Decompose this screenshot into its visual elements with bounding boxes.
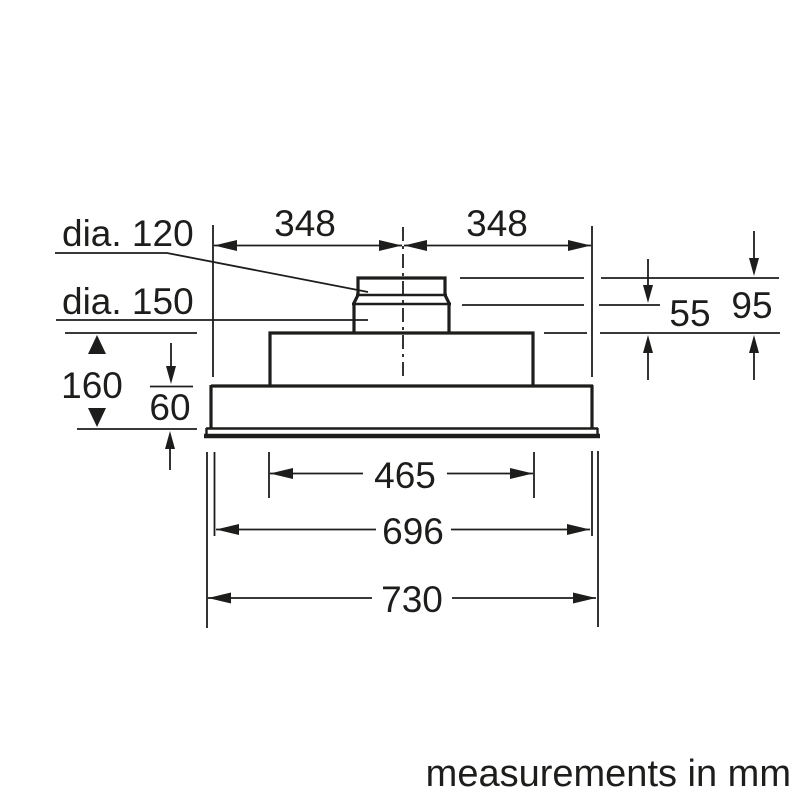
arrowhead-up-icon: [88, 335, 106, 354]
arrowhead-left-icon: [216, 524, 239, 535]
dim-value-60: 60: [149, 387, 190, 428]
dim-body-heights: 160 60: [61, 332, 197, 470]
dim-bottom-widths: 465 696 730: [206, 451, 599, 628]
callout-duct-diameters: dia. 120 dia. 150: [55, 213, 369, 322]
dim-value-465: 465: [374, 455, 436, 496]
arrowhead-down-icon: [166, 366, 176, 384]
arrowhead-left-icon: [208, 592, 231, 604]
arrowhead-left-icon: [270, 468, 293, 479]
arrowhead-right-icon: [510, 468, 533, 479]
label-dia-120: dia. 120: [62, 213, 194, 254]
duct-collar-outline: [352, 276, 451, 332]
arrowhead-down-icon: [88, 408, 106, 427]
dim-value-730: 730: [381, 579, 443, 620]
dim-collar-heights: 55 95: [460, 231, 780, 380]
arrowhead-up-icon: [165, 431, 175, 449]
dim-value-95: 95: [731, 285, 772, 326]
arrowhead-right-icon: [567, 524, 590, 535]
arrowhead-left-icon: [214, 240, 237, 251]
arrowhead-down-icon: [749, 258, 759, 276]
arrowhead-right-icon: [379, 240, 402, 251]
arrowhead-left-icon: [404, 240, 427, 251]
dim-value-160: 160: [61, 365, 123, 406]
dim-value-696: 696: [382, 511, 444, 552]
dim-value-348-right: 348: [466, 203, 528, 244]
dim-top-widths: 348 348: [212, 203, 593, 377]
upper-body-outline: [268, 331, 535, 386]
leader-line-dia-120: [55, 252, 369, 293]
arrowhead-down-icon: [643, 285, 653, 303]
bottom-flange: [204, 427, 600, 439]
dim-value-55: 55: [669, 293, 710, 334]
dim-value-348-left: 348: [274, 203, 336, 244]
arrowhead-right-icon: [573, 592, 596, 604]
arrowhead-up-icon: [749, 335, 759, 353]
units-note: measurements in mm: [426, 753, 791, 795]
label-dia-150: dia. 150: [62, 281, 194, 322]
arrowhead-up-icon: [643, 335, 653, 353]
arrowhead-right-icon: [568, 240, 591, 251]
hood-outline: [204, 276, 600, 439]
